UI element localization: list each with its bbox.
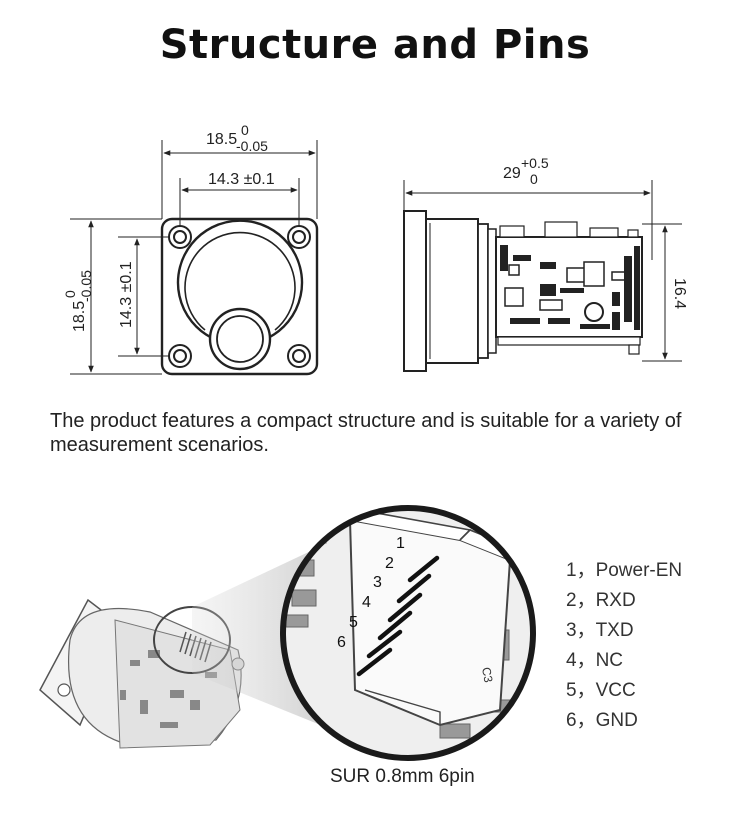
pin-5 xyxy=(366,629,403,659)
svg-text:14.3 ±0.1: 14.3 ±0.1 xyxy=(118,261,135,328)
receiver-window-outer xyxy=(176,219,304,340)
pin-3 xyxy=(387,592,423,623)
pin-6 xyxy=(356,647,393,677)
pin-definition-item: 2，RXD xyxy=(566,590,636,611)
front-dimension-text: 18.5 0 -0.05 14.3 ±0.1 18.5 0 -0.05 14.3… xyxy=(62,122,275,332)
svg-text:18.5: 18.5 xyxy=(206,131,237,148)
svg-text:18.5: 18.5 xyxy=(71,301,88,332)
svg-text:29: 29 xyxy=(503,165,521,182)
board-marking: C3 xyxy=(479,666,496,684)
front-view-drawing xyxy=(160,217,319,376)
pin-definition-item: 3，TXD xyxy=(566,620,634,641)
pin-number-6: 6 xyxy=(337,634,346,651)
side-view-drawing xyxy=(403,210,643,372)
pin-definition-item: 4，NC xyxy=(566,650,624,671)
pin-number-3: 3 xyxy=(373,574,382,591)
pin-definition-item: 6，GND xyxy=(566,710,638,731)
emitter-lens xyxy=(216,315,264,363)
connector-pins xyxy=(356,555,440,677)
product-description: The product features a compact structure… xyxy=(50,410,682,456)
svg-text:-0.05: -0.05 xyxy=(78,270,94,302)
magnified-connector-view: C3 1 2 3 4 5 6 xyxy=(280,505,536,761)
mounting-plate xyxy=(160,217,319,376)
pin-definition-item: 1，Power-EN xyxy=(566,560,683,581)
svg-text:14.3 ±0.1: 14.3 ±0.1 xyxy=(208,171,275,188)
pin-number-2: 2 xyxy=(385,555,394,572)
svg-text:0: 0 xyxy=(241,122,249,138)
pin-4 xyxy=(377,610,413,641)
pin-number-5: 5 xyxy=(349,614,358,631)
svg-text:0: 0 xyxy=(62,290,78,298)
receiver-window-inner xyxy=(184,231,296,331)
front-dimension-lines xyxy=(70,140,318,375)
pin-definition-list: 1，Power-EN 2，RXD 3，TXD 4，NC 5，VCC 6，GND xyxy=(566,558,682,738)
magnifier-ring xyxy=(280,505,536,761)
side-dimension-lines xyxy=(403,180,682,362)
pin-1 xyxy=(407,555,440,583)
pin-numbers: 1 2 3 4 5 6 xyxy=(337,535,405,651)
connector-caption: SUR 0.8mm 6pin xyxy=(330,766,475,787)
pcb-components xyxy=(500,245,640,330)
svg-text:+0.5: +0.5 xyxy=(521,155,549,171)
pin-definition-item: 5，VCC xyxy=(566,680,636,701)
mounting-hole xyxy=(168,225,311,368)
pin-2 xyxy=(396,573,432,604)
page-title: Structure and Pins xyxy=(159,22,591,68)
pin-number-4: 4 xyxy=(362,594,371,611)
svg-text:-0.05: -0.05 xyxy=(236,138,268,154)
side-dimension-text: 29 +0.5 0 16.4 xyxy=(503,155,688,309)
svg-text:0: 0 xyxy=(530,171,538,187)
pin-number-1: 1 xyxy=(396,535,405,552)
svg-text:16.4: 16.4 xyxy=(671,278,688,309)
